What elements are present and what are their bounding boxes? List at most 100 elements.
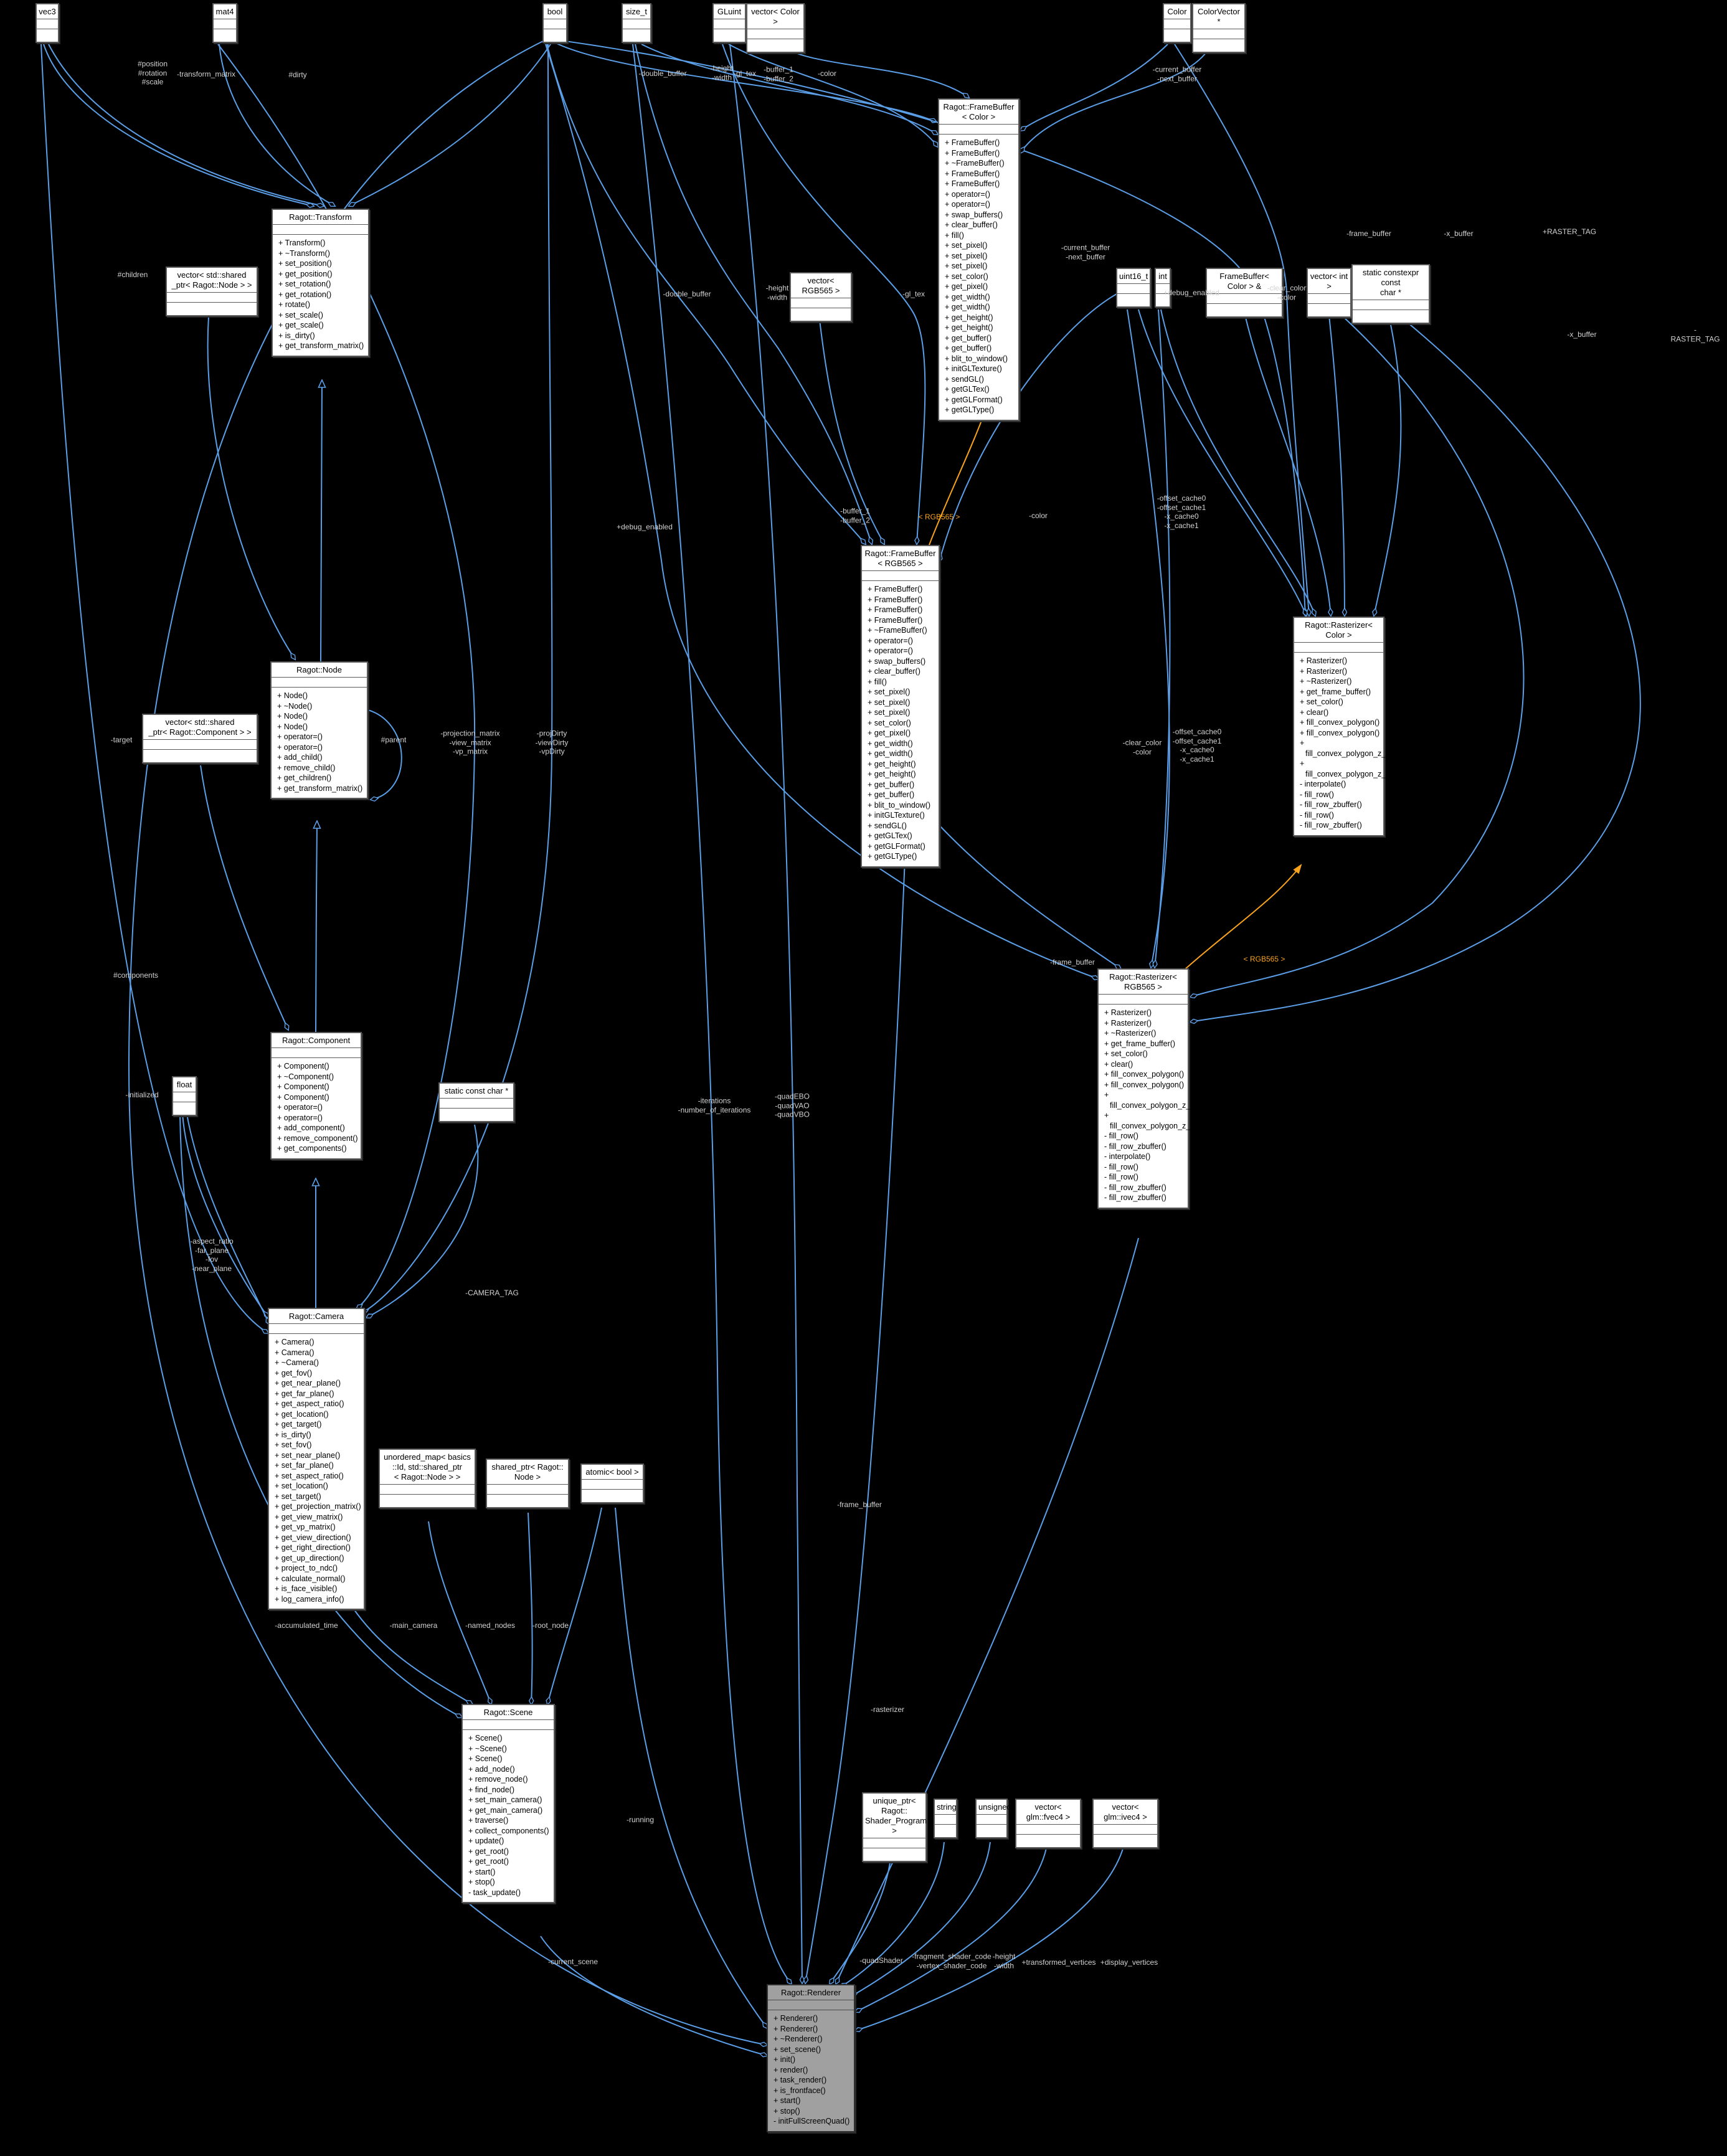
class-member: + get_view_direction() (275, 1533, 351, 1542)
class-member: + is_dirty() (275, 1430, 311, 1439)
edge-agg (1127, 309, 1170, 968)
attributes-compartment (272, 678, 367, 688)
class-member: + init() (774, 2055, 796, 2064)
class-box-ragot-rasterizer-rgb565[interactable]: Ragot::Rasterizer< RGB565 >+ Rasterizer(… (1097, 968, 1216, 1209)
methods-compartment (1117, 294, 1150, 306)
class-member: + fill_convex_polygon() (1104, 1080, 1185, 1089)
methods-compartment (977, 1825, 1006, 1837)
class-box-ragot-framebuffer-color[interactable]: Ragot::FrameBuffer < Color >+ FrameBuffe… (938, 98, 1020, 421)
class-title: Ragot::Scene (463, 1705, 554, 1720)
class-member: + fill_convex_polygon() (1300, 728, 1380, 737)
attributes-compartment (463, 1720, 554, 1730)
class-member: + Renderer() (774, 2014, 818, 2023)
methods-compartment (37, 29, 58, 42)
attributes-compartment (1164, 19, 1190, 29)
class-member: + render() (774, 2065, 808, 2074)
class-member: + get_buffer() (868, 790, 915, 799)
edge-label: -root_node (532, 1620, 569, 1630)
edge-agg (1155, 309, 1171, 968)
class-member: + Transform() (278, 239, 326, 247)
class-member: + ~FrameBuffer() (945, 159, 1005, 168)
class-box-ragot-framebuffer-rgb565[interactable]: Ragot::FrameBuffer < RGB565 >+ FrameBuff… (861, 545, 940, 868)
class-title: unique_ptr< Ragot:: Shader_Program > (863, 1794, 927, 1838)
class-box-ragot-component[interactable]: Ragot::Component+ Component()+ ~Componen… (270, 1032, 362, 1160)
members-compartment: + Node()+ ~Node()+ Node()+ Node()+ opera… (272, 688, 367, 798)
class-member: + getGLFormat() (868, 841, 925, 851)
edge-agg (540, 1936, 767, 2056)
edge-agg (186, 1113, 270, 1325)
attributes-compartment (1094, 1825, 1157, 1835)
class-title: Ragot::Rasterizer< Color > (1294, 618, 1383, 643)
class-member: + initGLTexture() (868, 811, 925, 820)
class-member: + set_color() (945, 272, 988, 281)
class-member: + Component() (277, 1082, 329, 1091)
type-box-vec3: vec3 (35, 3, 59, 43)
class-box-ragot-rasterizer-color[interactable]: Ragot::Rasterizer< Color >+ Rasterizer()… (1293, 617, 1411, 836)
class-member: + operator=() (868, 646, 913, 655)
class-member: + set_position() (278, 259, 332, 268)
attributes-compartment (863, 1838, 925, 1848)
edge-label: -current_buffer -next_buffer (1152, 65, 1202, 83)
class-member: + stop() (774, 2106, 800, 2116)
class-member: + FrameBuffer() (945, 179, 1000, 188)
class-member: + get_children() (277, 773, 332, 782)
edge-agg (855, 1842, 1125, 2031)
class-member: + remove_child() (277, 763, 336, 772)
edge-label: -clear_color -color (1122, 738, 1162, 757)
class-member: + operator=() (868, 636, 913, 645)
class-title: static const char * (440, 1084, 513, 1099)
edge-label: -height -width (710, 64, 734, 82)
class-title: mat4 (214, 4, 236, 19)
class-box-ragot-transform[interactable]: Ragot::Transform+ Transform()+ ~Transfor… (272, 209, 369, 357)
edge-agg (547, 1507, 602, 1704)
class-title: bool (544, 4, 566, 19)
class-title: Ragot::Node (272, 663, 367, 678)
type-box-bool: bool (542, 3, 567, 43)
class-title: vector< RGB565 > (791, 273, 851, 298)
class-member: + get_vp_matrix() (275, 1523, 336, 1531)
edge-label: -aspect_ratio -far_plane -fov -near_plan… (190, 1237, 234, 1273)
class-member: + get_height() (945, 313, 993, 322)
class-member: + Rasterizer() (1104, 1018, 1152, 1028)
methods-compartment (1094, 1835, 1157, 1847)
class-member: + fill() (945, 230, 964, 240)
methods-compartment (1193, 39, 1244, 52)
class-box-ragot-scene[interactable]: Ragot::Scene+ Scene()+ ~Scene()+ Scene()… (461, 1704, 555, 1903)
edge-agg (546, 44, 866, 544)
edge-agg (556, 39, 1305, 616)
class-member: + Rasterizer() (1104, 1008, 1152, 1017)
type-box-static-constexpr-const-char: static constexpr const char * (1351, 264, 1430, 324)
class-member: + traverse() (468, 1816, 509, 1825)
class-member: + fill_convex_polygon_z_buffer() (1104, 1111, 1216, 1130)
edge-inh (321, 381, 322, 662)
class-member: + get_target() (275, 1420, 322, 1429)
class-member: + set_near_plane() (275, 1450, 341, 1460)
edge-label: < RGB565 > (1243, 954, 1285, 963)
attributes-compartment (167, 293, 257, 303)
edge-label: #parent (381, 735, 407, 744)
class-member: + fill_convex_polygon_z_buffer() (1104, 1090, 1216, 1110)
attributes-compartment (714, 19, 745, 29)
class-member: + getGLType() (868, 852, 917, 861)
attributes-compartment (173, 1092, 196, 1102)
class-member: + stop() (468, 1878, 495, 1886)
attributes-compartment (1294, 643, 1383, 653)
edge-agg (836, 1237, 1139, 1984)
class-title: float (173, 1077, 196, 1092)
class-box-ragot-renderer[interactable]: Ragot::Renderer+ Renderer()+ Renderer()+… (767, 1984, 855, 2132)
class-member: + getGLFormat() (945, 395, 1003, 404)
class-member: + FrameBuffer() (868, 605, 923, 614)
class-box-ragot-camera[interactable]: Ragot::Camera+ Camera()+ Camera()+ ~Came… (268, 1308, 365, 1610)
attributes-compartment (214, 19, 236, 29)
class-member: + get_width() (868, 739, 913, 748)
class-member: + get_fov() (275, 1368, 313, 1378)
class-member: + Scene() (468, 1754, 503, 1763)
class-member: + operator=() (277, 1113, 323, 1122)
edge-label: -color (1028, 511, 1048, 520)
class-member: + operator=() (945, 189, 990, 199)
class-member: - fill_row() (1104, 1173, 1138, 1181)
class-member: - fill_row() (1104, 1162, 1138, 1171)
class-box-ragot-node[interactable]: Ragot::Node+ Node()+ ~Node()+ Node()+ No… (270, 661, 368, 799)
members-compartment: + Rasterizer()+ Rasterizer()+ ~Rasterize… (1099, 1005, 1216, 1208)
class-member: + swap_buffers() (868, 656, 926, 666)
